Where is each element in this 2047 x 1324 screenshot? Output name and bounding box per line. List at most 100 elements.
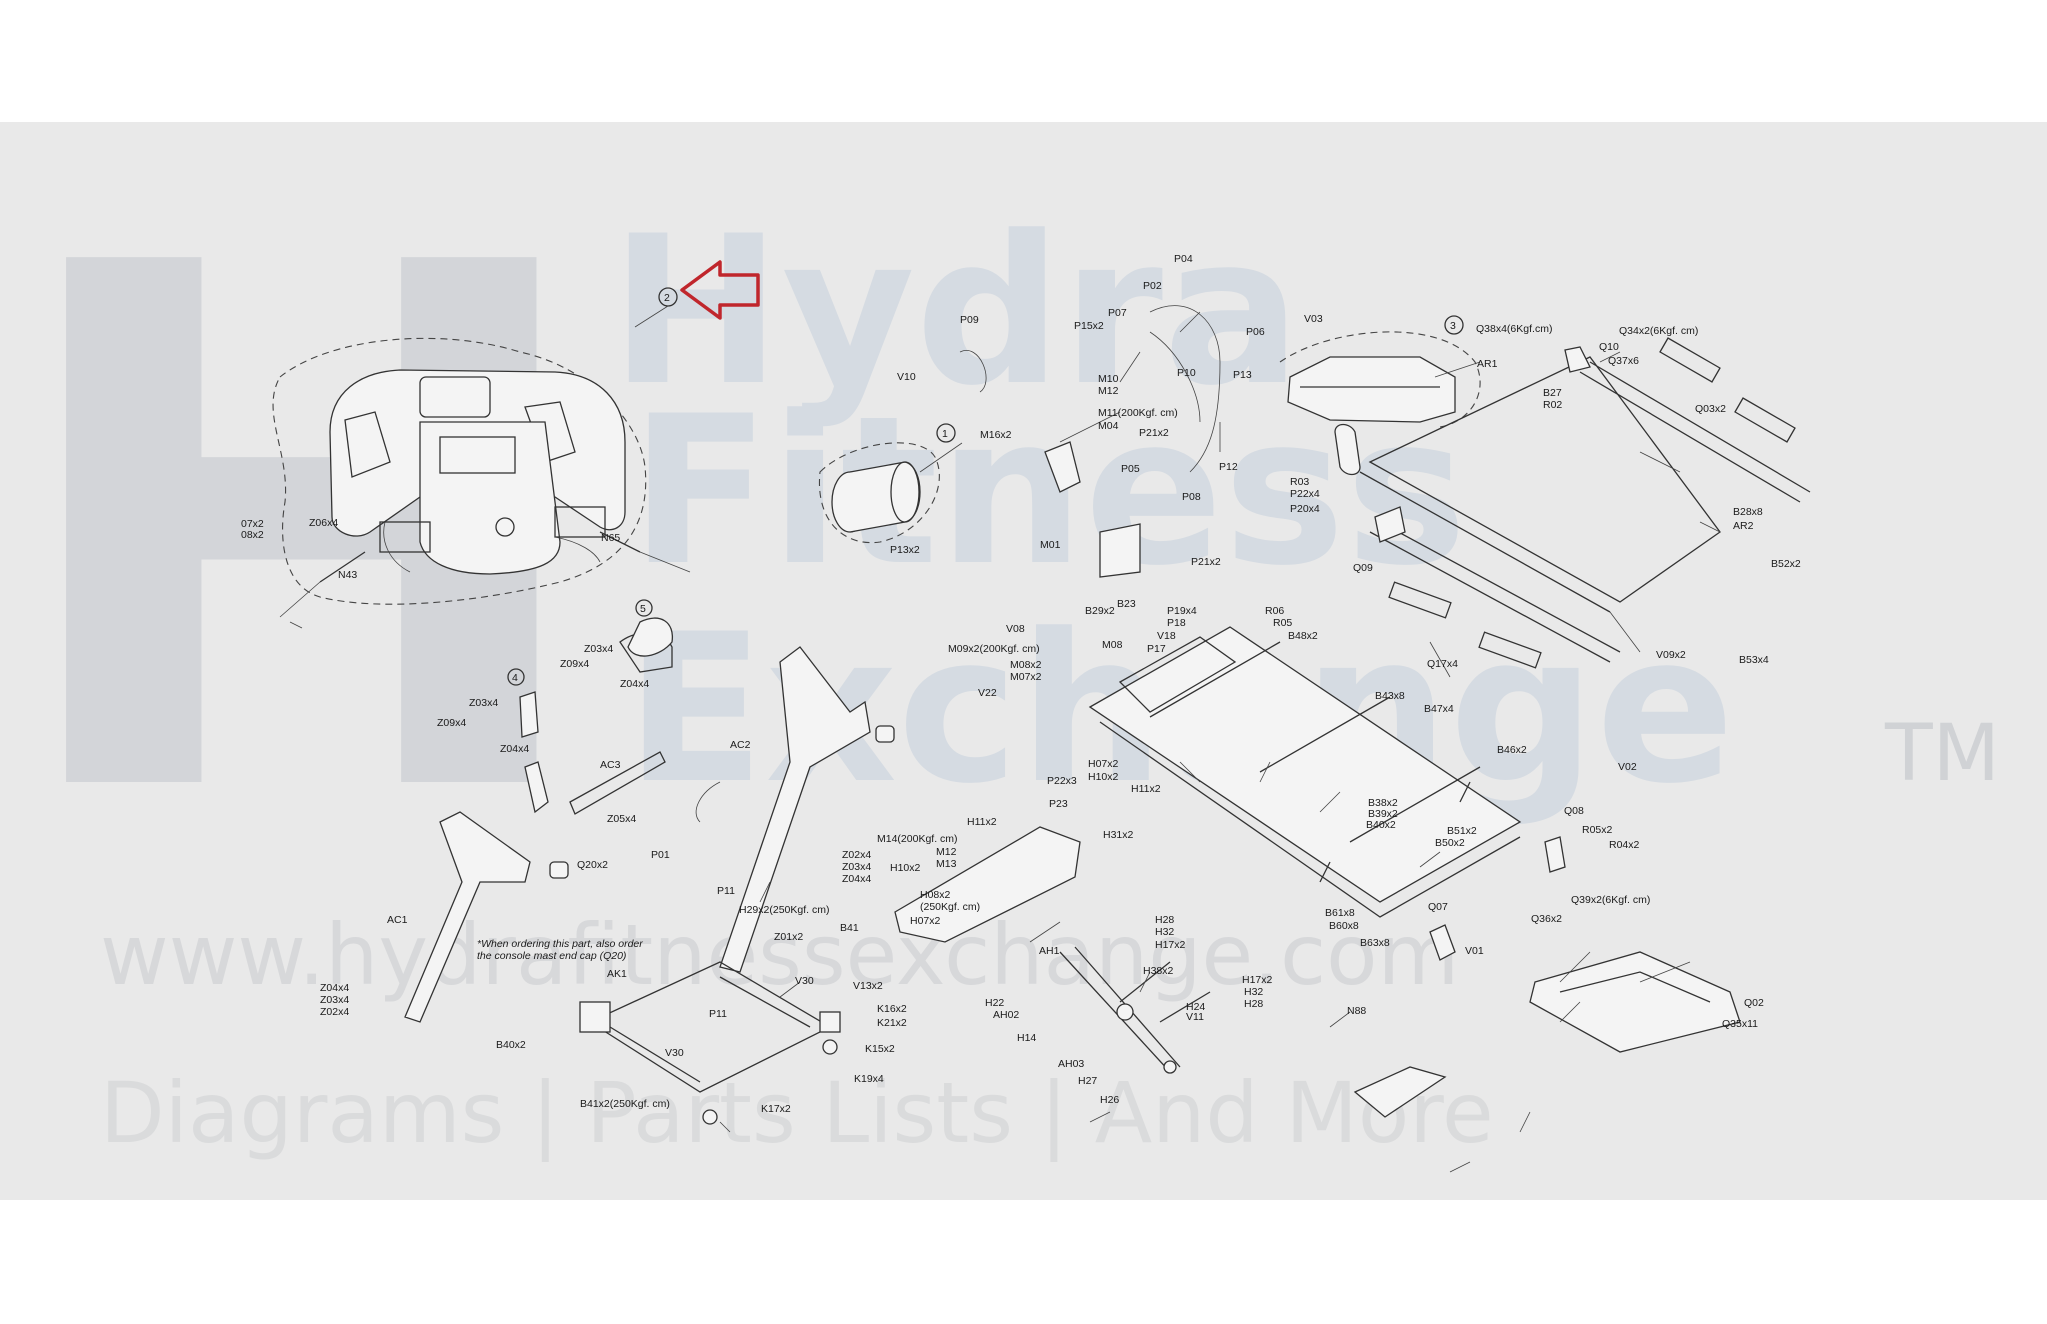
- part-label: H07x2: [1088, 758, 1119, 770]
- part-label: V13x2: [853, 980, 883, 992]
- part-label: Z01x2: [774, 931, 803, 943]
- part-label: M11(200Kgf. cm): [1098, 407, 1178, 419]
- part-label: 08x2: [241, 529, 264, 541]
- part-label: B53x4: [1739, 654, 1769, 666]
- highlight-arrow: [680, 260, 760, 320]
- part-label: P02: [1143, 280, 1162, 292]
- part-label: P08: [1182, 491, 1201, 503]
- part-label: V02: [1618, 761, 1637, 773]
- part-label: AR1: [1477, 358, 1498, 370]
- part-label: H14: [1017, 1032, 1036, 1044]
- lower-base: [579, 961, 841, 1125]
- part-label: M14(200Kgf. cm): [877, 833, 958, 845]
- motor-assembly: 1: [818, 423, 956, 544]
- base-frame: [1088, 626, 1522, 918]
- console-assembly: 2: [272, 260, 760, 629]
- part-labels: 07x2 08x2 Z06x4 N65 N43 Z03x4 Z09x4 Z04x…: [241, 253, 1801, 1115]
- part-label: M16x2: [980, 429, 1012, 441]
- part-label: M01: [1040, 539, 1061, 551]
- part-label: P04: [1174, 253, 1193, 265]
- part-label: P22x3: [1047, 775, 1077, 787]
- part-label: H10x2: [1088, 771, 1119, 783]
- part-label: V01: [1465, 945, 1484, 957]
- part-label: B29x2: [1085, 605, 1115, 617]
- part-label: Q02: [1744, 997, 1764, 1009]
- part-label: Q34x2(6Kgf. cm): [1619, 325, 1698, 337]
- part-label: R04x2: [1609, 839, 1640, 851]
- part-label: P13x2: [890, 544, 920, 556]
- part-label: Z03x4: [842, 861, 871, 873]
- part-label: Z02x4: [320, 1006, 349, 1018]
- part-label: Z04x4: [320, 982, 349, 994]
- part-label: AC1: [387, 914, 408, 926]
- note-line-1: *When ordering this part, also order: [477, 938, 643, 950]
- part-label: B43x8: [1375, 690, 1405, 702]
- motor-hood: 3: [1279, 315, 1481, 428]
- callout-2: 2: [664, 292, 670, 304]
- part-label: P12: [1219, 461, 1238, 473]
- part-label: N88: [1347, 1005, 1366, 1017]
- part-label: B63x8: [1360, 937, 1390, 949]
- part-label: AH02: [993, 1009, 1019, 1021]
- part-label: P10: [1177, 367, 1196, 379]
- part-label: Z04x4: [500, 743, 529, 755]
- callout-5: 5: [640, 603, 646, 615]
- part-label: Q10: [1599, 341, 1619, 353]
- part-label: V03: [1304, 313, 1323, 325]
- part-label: B28x8: [1733, 506, 1763, 518]
- part-label: R05x2: [1582, 824, 1613, 836]
- part-label: Q17x4: [1427, 658, 1458, 670]
- part-label: Z03x4: [469, 697, 498, 709]
- part-label: AR2: [1733, 520, 1754, 532]
- part-label: H10x2: [890, 862, 921, 874]
- part-label: P17: [1147, 643, 1166, 655]
- part-label: N65: [601, 532, 620, 544]
- part-label: Q37x6: [1608, 355, 1639, 367]
- parts-drawing: 2 1 3: [272, 260, 1811, 1173]
- leader-lines: [719, 311, 1721, 1173]
- part-label: P22x4: [1290, 488, 1320, 500]
- part-label: R05: [1273, 617, 1292, 629]
- part-label: V09x2: [1656, 649, 1686, 661]
- part-label: R02: [1543, 399, 1562, 411]
- part-label: M09x2(200Kgf. cm): [948, 643, 1040, 655]
- part-label: V08: [1006, 623, 1025, 635]
- part-label: Z02x4: [842, 849, 871, 861]
- part-label: Z03x4: [320, 994, 349, 1006]
- part-label: Z04x4: [842, 873, 871, 885]
- part-label: B41x2(250Kgf. cm): [580, 1098, 670, 1110]
- part-label: Q08: [1564, 805, 1584, 817]
- part-label: B60x8: [1329, 920, 1359, 932]
- part-label: AK1: [607, 968, 627, 980]
- part-label: R03: [1290, 476, 1309, 488]
- part-label: P19x4: [1167, 605, 1197, 617]
- part-label: P13: [1233, 369, 1252, 381]
- part-label: M10: [1098, 373, 1119, 385]
- part-label: V30: [795, 975, 814, 987]
- diagram-frame: H Hydra Fitness Exchange TM www.hydrafit…: [0, 122, 2047, 1200]
- part-label: P18: [1167, 617, 1186, 629]
- part-label: H08x2: [920, 889, 951, 901]
- part-label: P05: [1121, 463, 1140, 475]
- callout-1: 1: [942, 428, 948, 440]
- part-label: 07x2: [241, 518, 264, 530]
- part-label: M08: [1102, 639, 1123, 651]
- part-label: N43: [338, 569, 357, 581]
- part-label: V11: [1186, 1011, 1204, 1023]
- part-label: B51x2: [1447, 825, 1477, 837]
- part-label: H32: [1244, 986, 1263, 998]
- part-label: P01: [651, 849, 670, 861]
- ordering-note: *When ordering this part, also order the…: [477, 938, 643, 962]
- part-label: Q36x2: [1531, 913, 1562, 925]
- lift-assembly: [894, 826, 1211, 1074]
- part-label: H11x2: [967, 816, 997, 828]
- part-label: P11: [717, 885, 735, 897]
- watermark: H Hydra Fitness Exchange TM www.hydrafit…: [0, 122, 2000, 1162]
- part-label: P11: [709, 1008, 727, 1020]
- part-label: H07x2: [910, 915, 941, 927]
- part-label: Z06x4: [309, 517, 338, 529]
- part-label: V22: [978, 687, 997, 699]
- part-label: Q09: [1353, 562, 1373, 574]
- part-label: H31x2: [1103, 829, 1134, 841]
- part-label: AC2: [730, 739, 751, 751]
